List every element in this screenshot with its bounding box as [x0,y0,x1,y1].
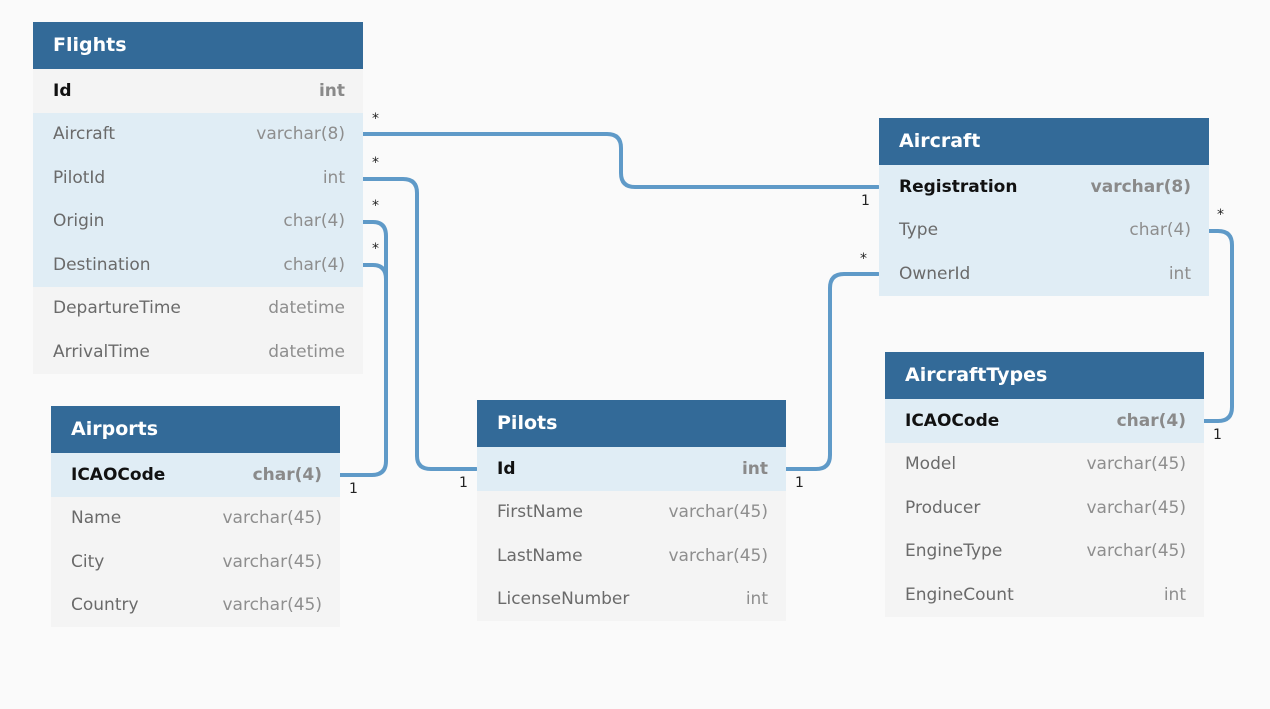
column-type: varchar(45) [1086,497,1186,518]
table-header-pilots[interactable]: Pilots [477,400,786,447]
column-name: Aircraft [53,124,116,145]
column-name: Origin [53,211,105,232]
column-name: Model [905,454,957,475]
table-row-flights-arrivaltime[interactable]: ArrivalTime datetime [33,330,363,374]
column-name: FirstName [497,502,583,523]
table-row-pilots-firstname[interactable]: FirstName varchar(45) [477,490,786,534]
cardinality-one-airports: 1 [349,481,358,497]
table-header-aircraft[interactable]: Aircraft [879,118,1209,165]
table-row-airports-country[interactable]: Country varchar(45) [51,583,340,627]
column-type: varchar(45) [1086,454,1186,475]
column-type: varchar(45) [668,502,768,523]
table-row-airports-name[interactable]: Name varchar(45) [51,496,340,540]
column-name: Type [899,220,939,241]
column-type: int [741,458,768,479]
column-name: Name [71,508,122,529]
table-row-aircraft-type[interactable]: Type char(4) [879,208,1209,252]
cardinality-many-pilotid: * [372,155,379,171]
table-row-aircraft-ownerid[interactable]: OwnerId int [879,252,1209,296]
cardinality-many-destination: * [372,241,379,257]
column-type: int [1163,584,1186,605]
column-name: EngineType [905,541,1003,562]
column-name: ICAOCode [71,464,166,485]
table-row-flights-departuretime[interactable]: DepartureTime datetime [33,286,363,330]
column-type: int [318,80,345,101]
cardinality-many-type: * [1217,207,1224,223]
column-name: DepartureTime [53,298,181,319]
column-name: City [71,551,105,572]
cardinality-one-aircrafttypes: 1 [1213,427,1222,443]
column-type: varchar(45) [222,551,322,572]
table-row-flights-pilotid[interactable]: PilotId int [33,156,363,200]
column-type: int [322,167,345,188]
column-type: varchar(45) [1086,541,1186,562]
column-type: int [745,589,768,610]
column-name: ArrivalTime [53,341,150,362]
column-type: varchar(45) [668,545,768,566]
column-type: varchar(45) [222,595,322,616]
connector-flights-destination-airports [361,263,388,281]
column-name: Registration [899,176,1018,197]
table-row-flights-destination[interactable]: Destination char(4) [33,243,363,287]
table-row-aircrafttypes-producer[interactable]: Producer varchar(45) [885,486,1204,530]
column-type: char(4) [1116,410,1186,431]
column-type: char(4) [283,254,345,275]
column-name: PilotId [53,167,106,188]
table-row-pilots-licensenumber[interactable]: LicenseNumber int [477,577,786,621]
column-type: char(4) [283,211,345,232]
column-type: varchar(8) [1090,176,1191,197]
table-row-aircrafttypes-model[interactable]: Model varchar(45) [885,442,1204,486]
column-type: datetime [268,298,345,319]
column-name: EngineCount [905,584,1014,605]
column-type: varchar(45) [222,508,322,529]
column-type: varchar(8) [256,124,345,145]
connector-flights-pilots [361,177,478,471]
column-type: char(4) [252,464,322,485]
table-header-aircrafttypes[interactable]: AircraftTypes [885,352,1204,399]
table-row-pilots-lastname[interactable]: LastName varchar(45) [477,534,786,578]
column-name: LastName [497,545,583,566]
table-row-airports-city[interactable]: City varchar(45) [51,540,340,584]
column-name: OwnerId [899,263,971,284]
column-name: Id [53,80,72,101]
column-name: ICAOCode [905,410,1000,431]
column-name: Country [71,595,139,616]
cardinality-one-registration: 1 [861,193,870,209]
connector-aircraft-owner-pilots [784,272,880,471]
cardinality-one-pilots-left: 1 [459,475,468,491]
table-row-flights-id[interactable]: Id int [33,69,363,113]
table-row-aircraft-registration[interactable]: Registration varchar(8) [879,165,1209,209]
table-row-airports-icaocode[interactable]: ICAOCode char(4) [51,453,340,497]
column-name: Destination [53,254,151,275]
column-type: datetime [268,341,345,362]
column-name: Id [497,458,516,479]
table-row-aircrafttypes-enginecount[interactable]: EngineCount int [885,573,1204,617]
table-row-flights-aircraft[interactable]: Aircraft varchar(8) [33,112,363,156]
cardinality-many-origin: * [372,198,379,214]
table-row-flights-origin[interactable]: Origin char(4) [33,199,363,243]
cardinality-one-pilots-right: 1 [795,475,804,491]
cardinality-many-aircraft: * [372,111,379,127]
table-header-airports[interactable]: Airports [51,406,340,453]
column-name: LicenseNumber [497,589,630,610]
connector-flights-aircraft [361,132,880,189]
column-type: char(4) [1129,220,1191,241]
table-row-aircrafttypes-icaocode[interactable]: ICAOCode char(4) [885,399,1204,443]
table-header-flights[interactable]: Flights [33,22,363,69]
table-row-pilots-id[interactable]: Id int [477,447,786,491]
table-row-aircrafttypes-enginetype[interactable]: EngineType varchar(45) [885,529,1204,573]
column-type: int [1168,263,1191,284]
cardinality-many-ownerid: * [860,251,867,267]
column-name: Producer [905,497,981,518]
